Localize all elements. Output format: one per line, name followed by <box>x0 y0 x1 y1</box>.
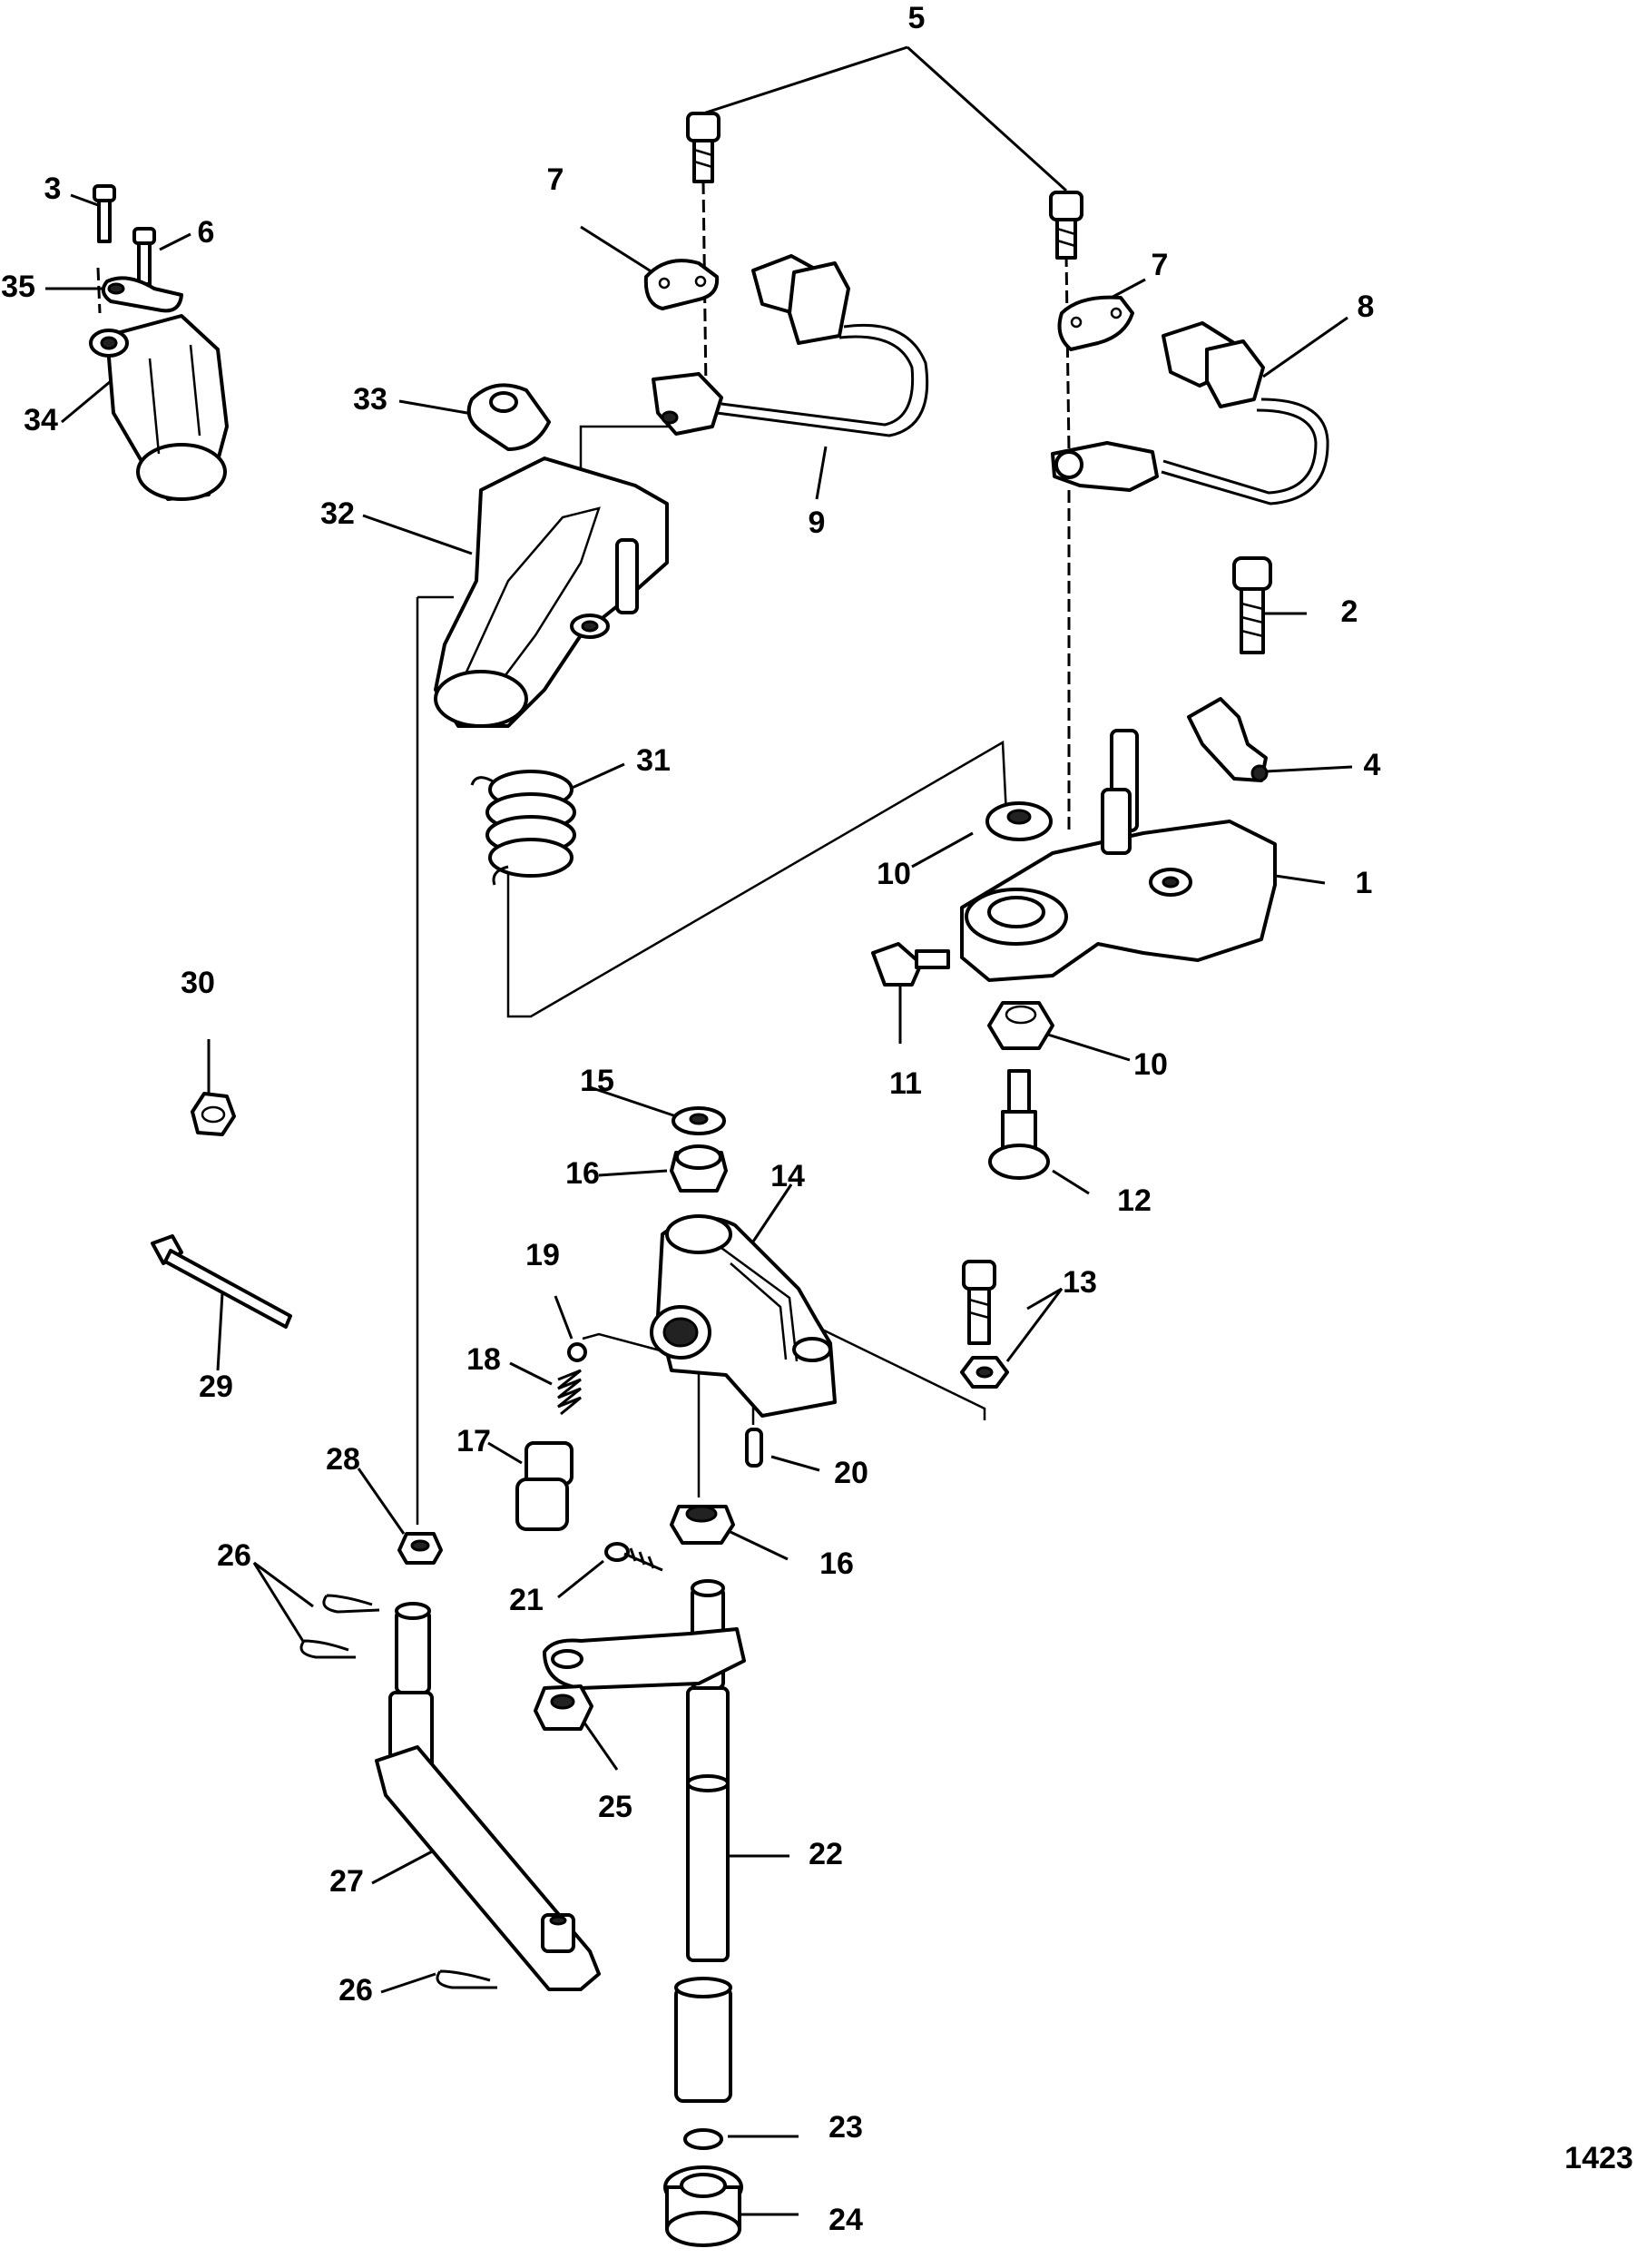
cotter-pin-26-b <box>299 1639 356 1659</box>
callout-20: 20 <box>834 1456 868 1490</box>
bracket-1 <box>960 729 1277 982</box>
cotter-pin-26-a <box>322 1594 380 1614</box>
tab-washer-35 <box>101 276 183 313</box>
plate-7-left <box>643 259 720 310</box>
callout-26b: 26 <box>338 1973 373 2008</box>
spring-18 <box>557 1369 582 1416</box>
bushing-10-lower <box>987 1001 1054 1050</box>
link-arm-27 <box>375 1602 601 1991</box>
bushing-16-upper <box>670 1144 728 1193</box>
callout-30: 30 <box>181 966 215 1000</box>
screw-3 <box>93 184 116 243</box>
nut-25 <box>534 1684 593 1731</box>
cam-33 <box>466 383 551 451</box>
callout-10a: 10 <box>877 857 911 891</box>
pin-12 <box>988 1069 1050 1180</box>
callout-labels: 1 2 3 4 5 6 7 7 8 9 10 10 11 12 13 14 15… <box>1 1 1633 2237</box>
callout-6: 6 <box>198 215 215 250</box>
callout-23: 23 <box>828 2110 863 2145</box>
pin-20 <box>745 1428 763 1468</box>
assembly-lines <box>96 181 1071 1525</box>
callout-27: 27 <box>329 1864 364 1899</box>
callout-29: 29 <box>199 1370 233 1404</box>
bolt-2 <box>1232 556 1272 654</box>
ball-19 <box>567 1342 587 1362</box>
bolt-29 <box>151 1234 292 1329</box>
callout-9: 9 <box>809 506 826 540</box>
callout-33: 33 <box>353 382 387 417</box>
callout-28: 28 <box>326 1442 360 1477</box>
washer-15 <box>672 1106 726 1135</box>
cotter-pin-26-c <box>436 1969 497 1989</box>
callout-32: 32 <box>320 496 355 531</box>
callout-34: 34 <box>24 403 58 437</box>
plate-7-right <box>1057 295 1134 351</box>
bushing-24 <box>663 2165 743 2247</box>
callout-18: 18 <box>466 1342 501 1377</box>
callout-7b: 7 <box>1152 248 1169 282</box>
screw-6 <box>132 227 156 286</box>
figure-id: 1423 <box>1564 2141 1633 2175</box>
bushing-16-lower <box>670 1505 735 1545</box>
shift-lever-32 <box>434 457 669 728</box>
o-ring-23 <box>683 2128 723 2150</box>
callout-1: 1 <box>1356 866 1373 900</box>
callout-10b: 10 <box>1133 1047 1168 1082</box>
callout-7a: 7 <box>547 162 564 197</box>
callout-16a: 16 <box>565 1156 600 1191</box>
callout-14: 14 <box>770 1159 805 1193</box>
bolt-13 <box>962 1260 996 1345</box>
bushing-10-upper <box>985 801 1053 841</box>
screw-21 <box>604 1542 663 1572</box>
plunger-17 <box>515 1441 574 1531</box>
clip-4 <box>1187 697 1269 782</box>
callout-31: 31 <box>636 743 671 778</box>
callout-16b: 16 <box>819 1546 854 1581</box>
lever-14 <box>650 1214 837 1418</box>
callout-13: 13 <box>1063 1265 1097 1300</box>
callout-5: 5 <box>908 1 926 35</box>
callout-11: 11 <box>889 1066 922 1101</box>
screw-5-right <box>1049 191 1083 260</box>
callout-35: 35 <box>1 270 35 304</box>
callout-21: 21 <box>509 1583 544 1617</box>
nut-28 <box>397 1532 443 1565</box>
sensor-harness-9 <box>652 254 929 437</box>
callout-15: 15 <box>580 1064 614 1098</box>
callout-2: 2 <box>1341 594 1358 629</box>
leader-lines <box>45 45 1353 2216</box>
spring-31 <box>470 770 576 886</box>
shift-shaft-22 <box>543 1579 746 2103</box>
nut-30 <box>191 1092 236 1136</box>
bracket-housing-34 <box>89 314 229 501</box>
callout-17: 17 <box>456 1424 491 1458</box>
callout-8: 8 <box>1358 290 1375 324</box>
callout-26a: 26 <box>217 1538 251 1573</box>
callout-24: 24 <box>828 2203 863 2237</box>
callout-22: 22 <box>809 1837 843 1871</box>
callout-25: 25 <box>598 1790 632 1824</box>
screw-11 <box>871 942 950 987</box>
callout-3: 3 <box>44 172 62 206</box>
callout-4: 4 <box>1364 748 1381 782</box>
sensor-harness-8 <box>1051 321 1329 506</box>
callout-12: 12 <box>1117 1183 1152 1218</box>
screw-5-left <box>686 112 721 183</box>
callout-19: 19 <box>525 1238 560 1272</box>
nut-13 <box>960 1356 1009 1389</box>
